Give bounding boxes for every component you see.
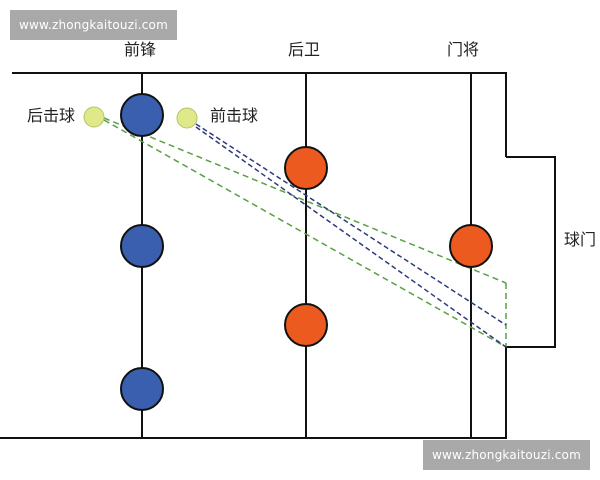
field-outline <box>0 72 556 439</box>
defender-player-1 <box>284 146 328 190</box>
defenders-label: 后卫 <box>288 40 321 59</box>
forward-player-1 <box>120 93 164 137</box>
goalkeeper-label: 门将 <box>447 40 480 59</box>
goal-box <box>506 156 556 348</box>
watermark-top: www.zhongkaitouzi.com <box>10 10 177 40</box>
front-hit-upper-path <box>195 123 507 326</box>
green-shot-lines <box>103 117 507 348</box>
back-hit-upper-path <box>103 117 507 284</box>
back-hit-ball <box>83 106 105 128</box>
blue-shot-lines <box>195 123 507 348</box>
balls <box>83 106 198 129</box>
forward-player-3 <box>120 367 164 411</box>
back-hit-label: 后击球 <box>27 106 76 125</box>
front-hit-lower-path <box>195 126 507 348</box>
defender-players <box>284 146 328 347</box>
forward-player-2 <box>120 224 164 268</box>
goalkeeper-players <box>449 224 493 268</box>
back-hit-lower-path <box>103 119 507 348</box>
rods <box>141 73 472 438</box>
front-hit-ball <box>176 107 198 129</box>
front-hit-label: 前击球 <box>210 106 259 125</box>
forwards-label: 前锋 <box>124 40 157 59</box>
goal-label: 球门 <box>564 230 597 249</box>
forward-players <box>120 93 164 411</box>
goalkeeper-player <box>449 224 493 268</box>
defender-player-2 <box>284 303 328 347</box>
watermark-bottom: www.zhongkaitouzi.com <box>423 440 590 470</box>
